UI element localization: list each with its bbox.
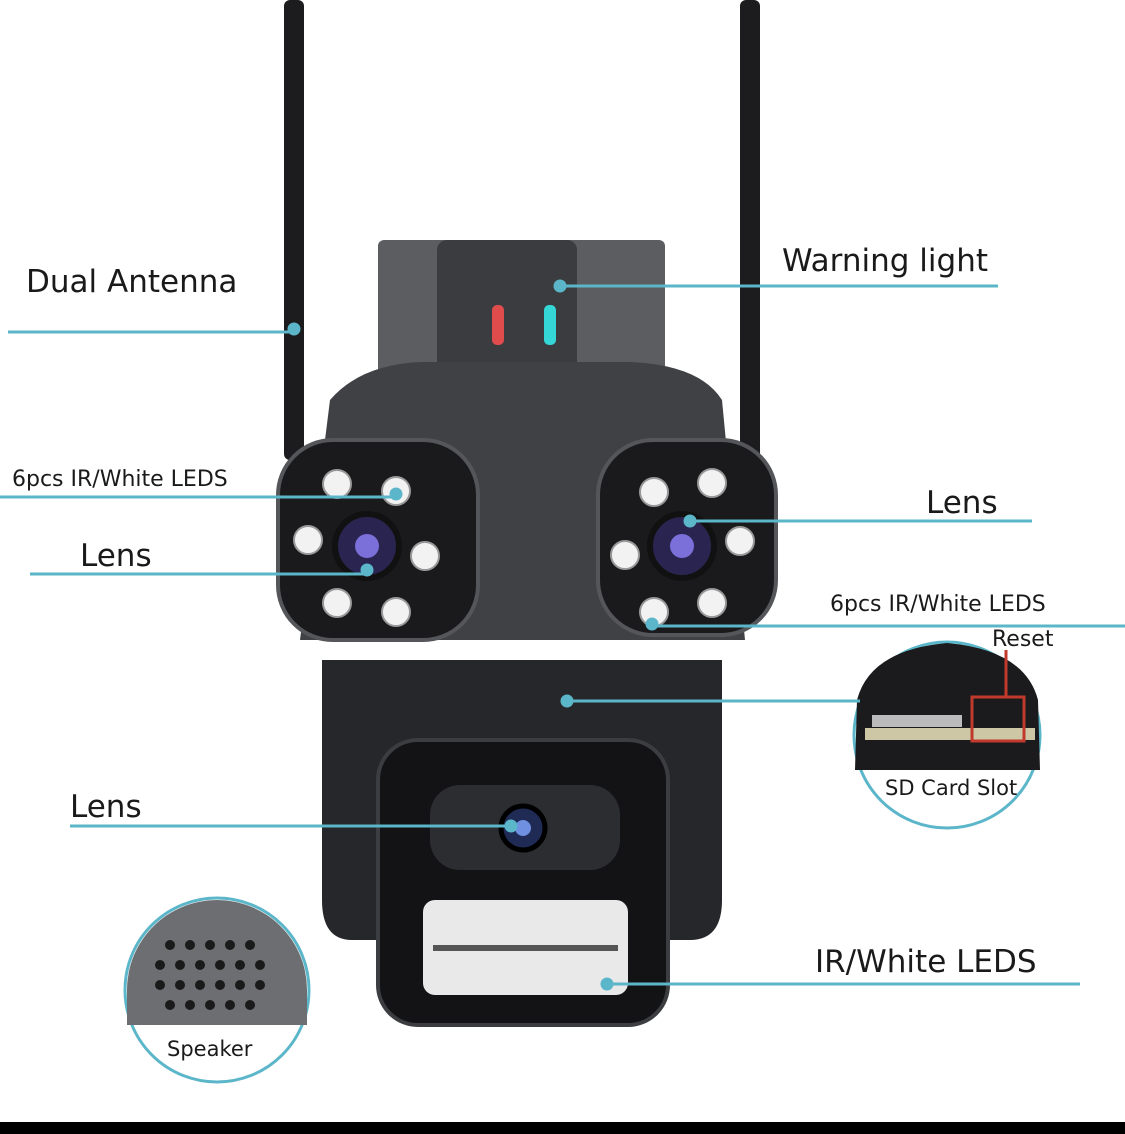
- leader-lines: [0, 279, 1125, 991]
- reset-highlight-box: [970, 695, 1026, 743]
- label-lens-right: Lens: [926, 485, 998, 521]
- label-dual-antenna: Dual Antenna: [26, 264, 238, 300]
- left-antenna: [284, 0, 304, 460]
- label-ir-white-leds: IR/White LEDS: [815, 944, 1037, 980]
- label-warning-light: Warning light: [782, 243, 989, 279]
- label-lens-bottom: Lens: [70, 789, 142, 825]
- label-speaker: Speaker: [167, 1037, 253, 1061]
- label-leds-right: 6pcs IR/White LEDS: [830, 592, 1046, 617]
- blue-warning-light: [544, 305, 556, 345]
- label-lens-left: Lens: [80, 538, 152, 574]
- bottom-bar: [0, 1122, 1125, 1134]
- red-warning-light: [492, 305, 504, 345]
- warning-light-housing: [437, 240, 577, 390]
- speaker-grille-icon: [155, 940, 265, 1010]
- label-leds-left: 6pcs IR/White LEDS: [12, 467, 228, 492]
- label-reset: Reset: [992, 627, 1054, 652]
- label-sd-card-slot: SD Card Slot: [885, 776, 1018, 800]
- right-antenna: [740, 0, 760, 470]
